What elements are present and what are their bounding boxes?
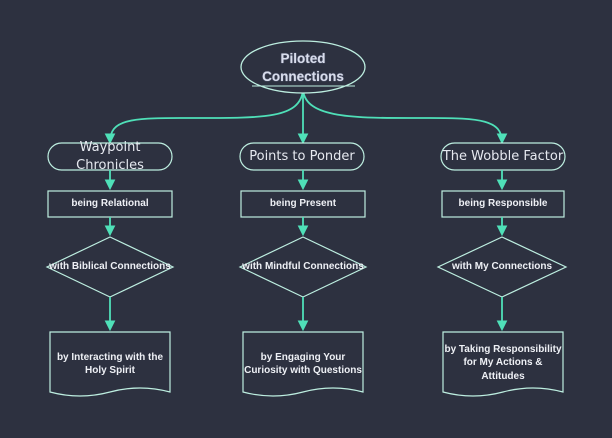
connector-title-to-col3 — [302, 89, 508, 145]
title-connectors — [104, 89, 508, 145]
action-doc-col3 — [442, 331, 564, 397]
header-pill-col2 — [239, 142, 365, 171]
connector-title-to-col1 — [104, 89, 304, 145]
header-col2: Points to Ponder — [249, 148, 355, 164]
title-ellipse — [240, 40, 366, 94]
state-box-col2 — [240, 190, 366, 218]
state-box-col3 — [441, 190, 565, 218]
column-3-shapes — [436, 142, 568, 397]
header-pill-col3 — [440, 142, 566, 171]
decision-col2: with Mindful Connections — [242, 261, 364, 273]
column-2-shapes — [238, 142, 368, 397]
decision-col3: with My Connections — [452, 261, 552, 273]
decision-col1: with Biblical Connections — [49, 261, 171, 273]
header-col1: Waypoint Chronicles — [76, 139, 144, 173]
action-col1: by Interacting with the Holy Spirit — [56, 351, 164, 377]
state-col2: being Present — [269, 198, 337, 210]
column-1-shapes — [45, 142, 175, 397]
action-doc-col2 — [242, 331, 364, 397]
state-box-col1 — [47, 190, 173, 218]
diagram-title: Piloted Connections — [262, 50, 344, 84]
state-col3: being Responsible — [458, 198, 548, 210]
action-col2: by Engaging Your Curiosity with Question… — [244, 351, 362, 377]
action-col3: by Taking Responsibility for My Actions … — [444, 343, 562, 382]
action-doc-col1 — [49, 331, 171, 397]
header-col3: The Wobble Factor — [442, 148, 564, 164]
state-col1: being Relational — [71, 198, 149, 210]
